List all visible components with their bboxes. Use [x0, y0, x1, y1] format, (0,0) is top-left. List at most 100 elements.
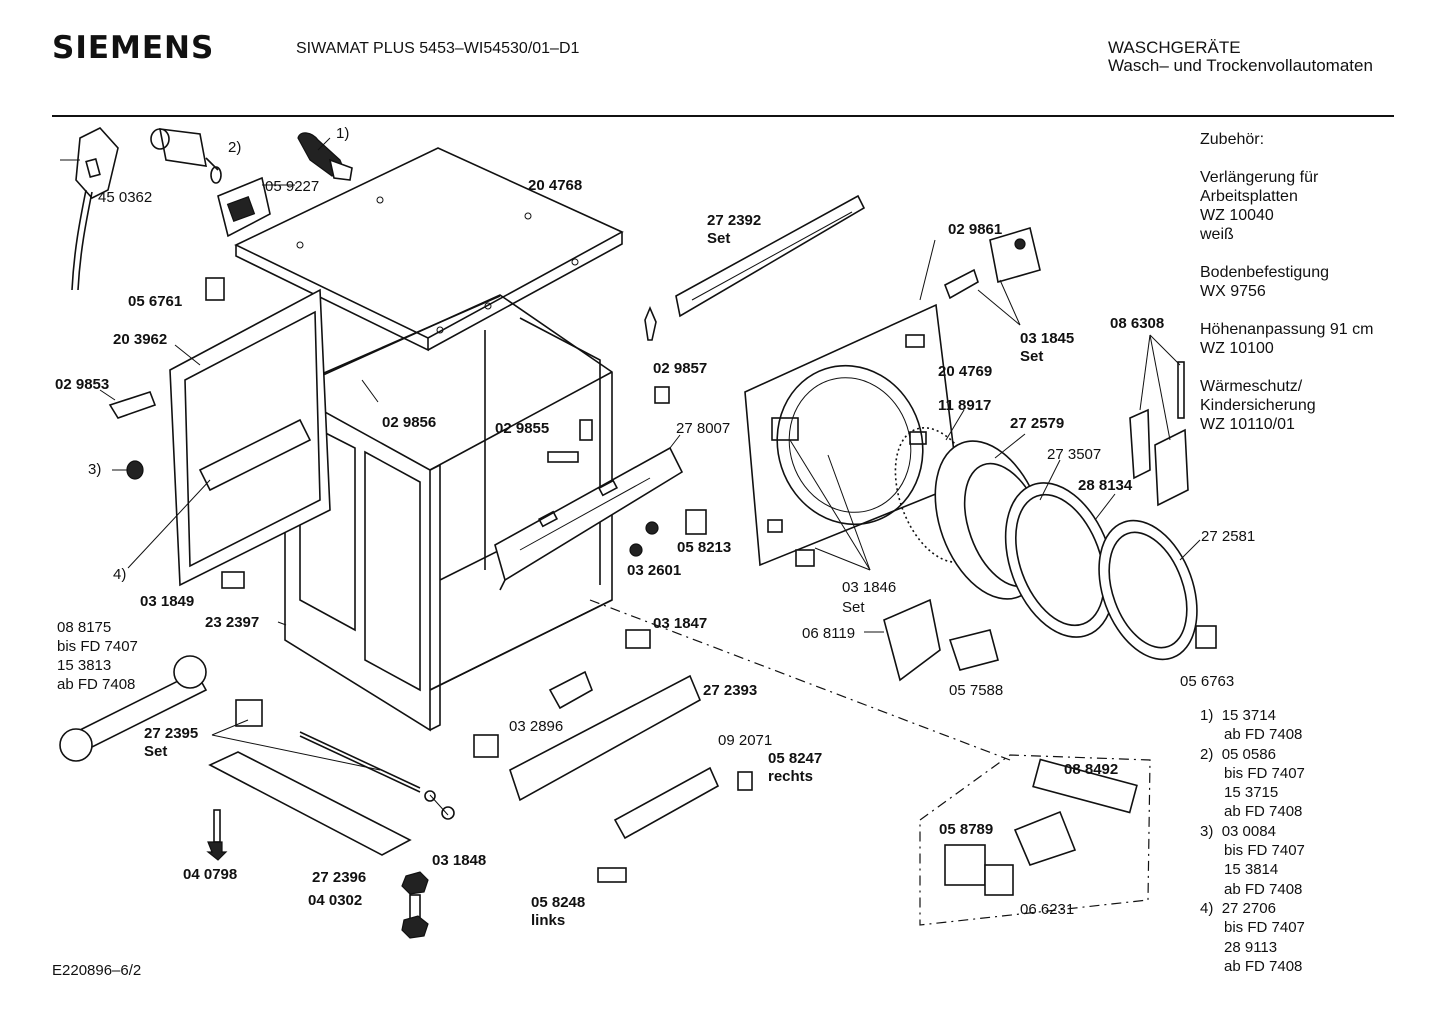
part-label: 45 0362 [98, 189, 152, 206]
top-panel-drawing [234, 147, 624, 352]
part-label: 4) [113, 566, 126, 583]
part-label: 05 8213 [677, 539, 731, 556]
footnote-line: ab FD 7408 [1224, 880, 1303, 898]
footnote-1: 1) 15 3714 ab FD 7408 [1200, 706, 1305, 745]
part-label: 05 6761 [128, 293, 182, 310]
part-label: 27 2579 [1010, 415, 1064, 432]
footnote-mark: 2) [1200, 745, 1214, 763]
accessory-2: Bodenbefestigung WX 9756 [1200, 263, 1373, 301]
front-panel-drawing [744, 303, 959, 567]
drawing-code: E220896–6/2 [52, 962, 142, 979]
wrench-drawing [59, 655, 208, 762]
accessory-line: WZ 10110/01 [1200, 416, 1295, 433]
part-label: 1) [336, 125, 349, 142]
model-title: SIWAMAT PLUS 5453–WI54530/01–D1 [296, 40, 580, 57]
part-label: 05 8247 [768, 750, 822, 767]
footnote-line: bis FD 7407 [1224, 764, 1305, 782]
brand-logo: SIEMENS [52, 30, 215, 66]
footnote-mark: 4) [1200, 899, 1214, 917]
bottom-bracket-drawing [1129, 361, 1189, 507]
part-label: 03 1849 [140, 593, 194, 610]
part-label: 15 3813 [57, 657, 111, 674]
part-label: 2) [228, 139, 241, 156]
part-label: 20 4768 [528, 177, 582, 194]
part-label: 08 8175 [57, 619, 111, 636]
side-rail-drawing [644, 194, 866, 341]
part-label: 05 6763 [1180, 673, 1234, 690]
part-label: 11 8917 [938, 397, 991, 414]
footnote-line: 05 0586 [1221, 745, 1276, 763]
part-label: 27 2392 [707, 212, 761, 229]
dash-guide-drawing [589, 599, 1151, 926]
part-label: 03 1845 [1020, 330, 1074, 347]
part-label: ab FD 7408 [57, 676, 135, 693]
part-label: 02 9861 [948, 221, 1002, 238]
part-label: 27 2393 [703, 682, 757, 699]
accessories-heading: Zubehör: [1200, 131, 1265, 148]
part-label: 08 8492 [1064, 761, 1118, 778]
footnote-line: 15 3715 [1224, 784, 1279, 802]
leader-lines [60, 159, 1201, 816]
footnote-line: 03 0084 [1221, 822, 1276, 840]
footnote-line: bis FD 7407 [1224, 842, 1305, 860]
part-label: 08 6308 [1110, 315, 1164, 332]
part-label: 3) [88, 461, 101, 478]
accessory-line: Wärmeschutz/ [1200, 378, 1303, 395]
accessory-3: Höhenanpassung 91 cm WZ 10100 [1200, 320, 1373, 358]
part-label: 27 8007 [676, 420, 730, 437]
footnote-2: 2) 05 0586 bis FD 7407 15 3715 ab FD 740… [1200, 745, 1305, 822]
part-label: 05 8248 [531, 894, 585, 911]
part-label: bis FD 7407 [57, 638, 138, 655]
accessory-line: Verlängerung für [1200, 169, 1319, 186]
footnotes: 1) 15 3714 ab FD 7408 2) 05 0586 bis FD … [1200, 706, 1305, 976]
part-label: 03 2601 [627, 562, 681, 579]
part-label: 28 8134 [1078, 477, 1133, 494]
footnote-mark: 3) [1200, 822, 1214, 840]
footnote-line: 15 3814 [1224, 861, 1279, 879]
category-line-2: Wasch– und Trockenvollautomaten [1108, 56, 1373, 75]
part-label: 05 9227 [265, 178, 319, 195]
accessories-box: Zubehör: Verlängerung für Arbeitsplatten… [1200, 130, 1373, 434]
accessory-line: weiß [1200, 226, 1234, 243]
part-label: 27 3507 [1047, 446, 1101, 463]
footnote-line: ab FD 7408 [1224, 726, 1303, 744]
part-label: 02 9853 [55, 376, 109, 393]
part-label: 04 0798 [183, 866, 237, 883]
door-assembly-drawing [894, 427, 1198, 661]
footnote-line: 27 2706 [1221, 899, 1276, 917]
part-label: Set [1020, 348, 1043, 365]
base-plate-drawing [208, 731, 436, 856]
part-label: Set [842, 599, 865, 616]
part-label: 03 1847 [653, 615, 707, 632]
part-label: 02 9856 [382, 414, 436, 431]
footnote-line: 15 3714 [1221, 707, 1276, 724]
accessory-line: Höhenanpassung 91 cm [1200, 321, 1374, 338]
valve-drawing [297, 132, 353, 181]
accessory-line: WZ 10040 [1200, 207, 1274, 224]
suppressor-drawing [217, 176, 271, 238]
part-label: 20 3962 [113, 331, 167, 348]
category-line-1: WASCHGERÄTE [1108, 38, 1241, 57]
part-label: 03 1846 [842, 579, 896, 596]
part-label: Set [707, 230, 730, 247]
part-label: links [531, 912, 565, 929]
part-label: 27 2395 [144, 725, 198, 742]
footnote-mark: 1) [1200, 707, 1214, 724]
hinge-drawing [943, 226, 1041, 300]
accessory-line: Kindersicherung [1200, 397, 1316, 414]
footnote-line: ab FD 7408 [1224, 957, 1303, 975]
footnote-line: ab FD 7408 [1224, 803, 1303, 821]
footnote-3: 3) 03 0084 bis FD 7407 15 3814 ab FD 740… [1200, 822, 1305, 899]
filter-drawing [150, 128, 222, 184]
header-rule [52, 115, 1394, 117]
part-label: 02 9855 [495, 420, 549, 437]
part-label: 27 2581 [1201, 528, 1255, 545]
accessory-line: Bodenbefestigung [1200, 264, 1329, 281]
control-panel-drawing [494, 446, 684, 591]
part-label: rechts [768, 768, 813, 785]
part-label: 05 7588 [949, 682, 1003, 699]
part-label: 03 2896 [509, 718, 563, 735]
footnote-line: bis FD 7407 [1224, 919, 1305, 937]
